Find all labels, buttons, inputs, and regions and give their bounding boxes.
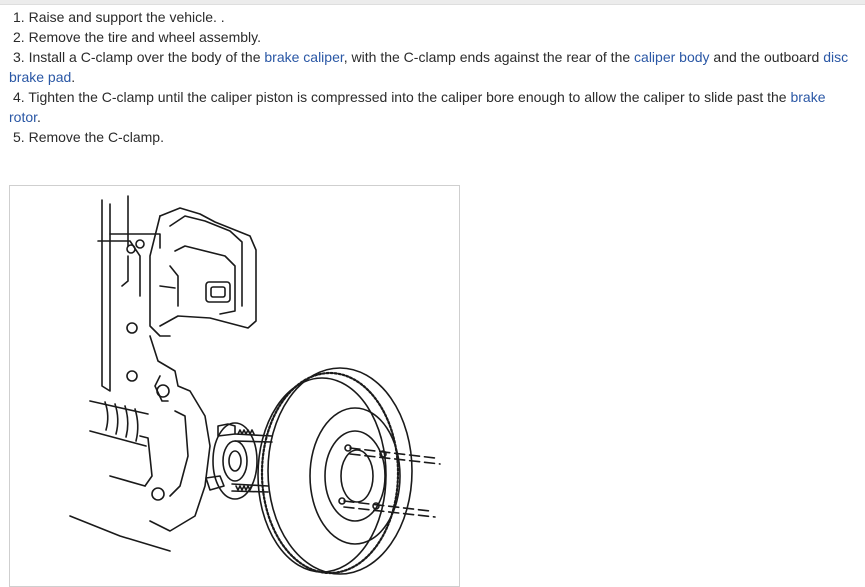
brake-caliper-link[interactable]: brake caliper [264, 49, 344, 65]
bolt-1 [126, 244, 136, 254]
brake-assembly-drawing [69, 195, 441, 575]
bolt-3 [126, 370, 138, 382]
step-5: 5. Remove the C-clamp. [9, 127, 859, 147]
step-number: 3. [13, 49, 25, 65]
strut-outline [101, 199, 111, 392]
step-text: Install a C-clamp over the body of the [28, 49, 265, 65]
step-1: 1. Raise and support the vehicle. . [9, 7, 859, 27]
step-2: 2. Remove the tire and wheel assembly. [9, 27, 859, 47]
drive-shaft-boot [89, 400, 149, 487]
step-text: Remove the C-clamp. [28, 129, 164, 145]
step-text: and the outboard [709, 49, 824, 65]
step-4: 4. Tighten the C-clamp until the caliper… [9, 87, 859, 127]
brake-assembly-illustration [9, 185, 460, 587]
wheel-hub [205, 422, 273, 500]
step-text: Remove the tire and wheel assembly. [28, 29, 261, 45]
brake-rotor-link[interactable]: brake rotor [9, 89, 826, 125]
brake-rotor-drawing [257, 367, 413, 575]
instruction-steps: 1. Raise and support the vehicle. . 2. R… [9, 7, 859, 147]
step-3: 3. Install a C-clamp over the body of th… [9, 47, 859, 87]
step-text: , with the C-clamp ends against the rear… [343, 49, 635, 65]
step-number: 5. [13, 129, 25, 145]
step-text: . [37, 109, 41, 125]
bolt-2 [126, 322, 138, 334]
step-number: 1. [13, 9, 25, 25]
step-text: Tighten the C-clamp until the caliper pi… [28, 89, 791, 105]
step-text: . [71, 69, 76, 85]
step-number: 4. [13, 89, 25, 105]
caliper-body-link[interactable]: caliper body [634, 49, 710, 65]
step-text: Raise and support the vehicle. . [28, 9, 225, 25]
step-number: 2. [13, 29, 25, 45]
top-bar [0, 0, 865, 5]
caliper-drawing [149, 207, 257, 337]
disc-brake-pad-link[interactable]: disc brake pad [9, 49, 849, 85]
